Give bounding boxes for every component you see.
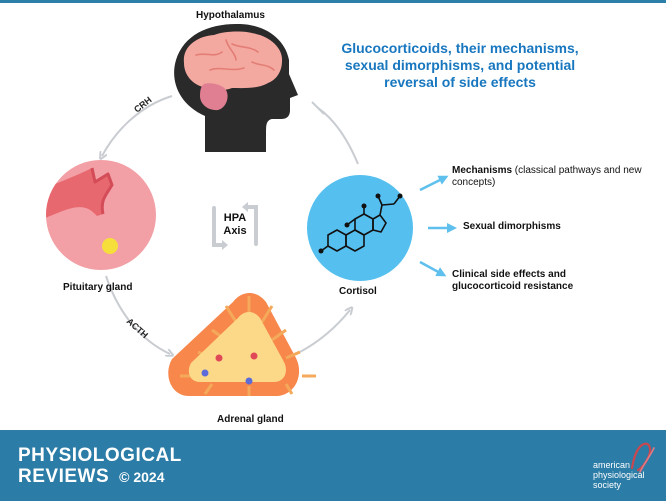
negative-feedback-arrow: [317, 107, 359, 165]
pituitary-gland-illustration: [46, 160, 156, 270]
steroid-structure-icon: [320, 195, 401, 252]
hpa-line-2: Axis: [223, 225, 247, 237]
gray-flow-arrows: [102, 95, 359, 354]
hpa-cycle-arrows-icon: [212, 202, 258, 250]
society-logo-icon: [630, 442, 655, 473]
adrenal-label: Adrenal gland: [217, 414, 284, 425]
society-line-2: physiological: [593, 470, 645, 480]
hypothalamus-label: Hypothalamus: [196, 10, 265, 21]
cortisol-illustration: [307, 175, 413, 281]
hpa-axis-label: HPA Axis: [215, 212, 255, 238]
society-name: american physiological society: [593, 460, 645, 490]
effect-mechanisms: Mechanisms (classical pathways and new c…: [452, 165, 652, 189]
adrenal-to-cortisol-arrow: [299, 310, 350, 353]
pituitary-label: Pituitary gland: [63, 282, 133, 293]
effect-dimorphisms-bold: Sexual dimorphisms: [463, 221, 561, 232]
hpa-line-1: HPA: [223, 212, 247, 224]
journal-line-2: REVIEWS © 2024: [18, 466, 182, 488]
journal-reviews: REVIEWS: [18, 466, 110, 487]
side-effects-arrow: [419, 260, 447, 277]
effect-mechanisms-bold: Mechanisms: [452, 165, 513, 176]
society-line-1: american: [593, 460, 631, 470]
society-line-3: society: [593, 480, 622, 490]
top-rule: [0, 0, 666, 3]
journal-line-1: PHYSIOLOGICAL: [18, 445, 182, 466]
mechanisms-arrow: [419, 175, 449, 192]
footer-bar: PHYSIOLOGICAL REVIEWS © 2024 american phy…: [0, 430, 666, 501]
effect-dimorphisms: Sexual dimorphisms: [463, 221, 653, 233]
crh-arrow: [102, 95, 173, 156]
pituitary-gland-dot: [102, 238, 118, 254]
crh-label: CRH: [132, 95, 154, 115]
effect-side-effects-bold: Clinical side effects and glucocorticoid…: [452, 269, 574, 292]
acth-arrow: [105, 275, 170, 354]
steroid-atoms: [318, 193, 403, 254]
brain-icon: [183, 31, 283, 111]
inhibition-bar: [311, 101, 325, 115]
effect-side-effects: Clinical side effects and glucocorticoid…: [452, 269, 617, 293]
effect-mechanisms-rest: (classical pathways and new concepts): [452, 165, 642, 188]
acth-label: ACTH: [125, 316, 150, 340]
figure-title: Glucocorticoids, their mechanisms, sexua…: [341, 40, 579, 90]
copyright-text: © 2024: [119, 469, 165, 485]
hpa-axis-diagram: CRH ACTH: [46, 23, 457, 396]
effect-arrows: [419, 175, 457, 277]
adrenal-gland-illustration: [168, 293, 316, 396]
journal-logo: PHYSIOLOGICAL REVIEWS © 2024: [18, 445, 182, 488]
cortisol-label: Cortisol: [339, 286, 377, 297]
